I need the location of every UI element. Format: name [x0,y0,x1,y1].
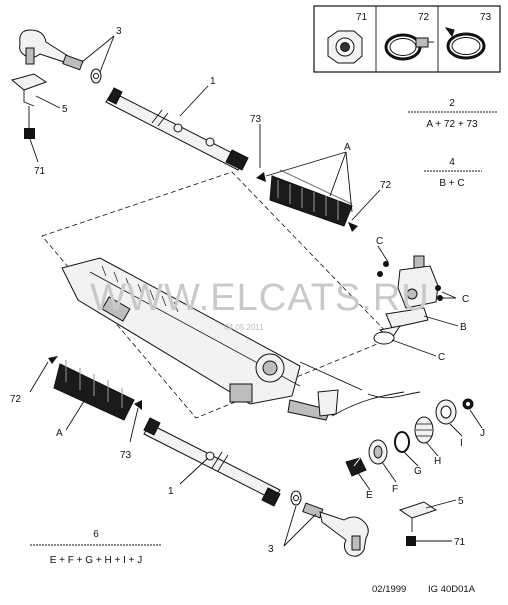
callout-h: H [434,456,441,467]
steering-rack-housing [61,257,339,421]
bottom-clip-arrow [134,400,142,410]
callout-b: B [460,322,467,333]
callout-i: I [460,438,463,449]
top-mount-bracket [10,73,48,107]
callout-1: 1 [210,76,216,87]
callout-c: C [376,236,383,247]
bottom-tie-rod-end [319,511,369,557]
callout-c: C [462,294,469,305]
callout-c: C [438,352,445,363]
kit-formula: A + 72 + 73 [426,119,478,130]
legend-num-72: 72 [418,12,430,23]
callout-1: 1 [168,486,174,497]
bottom-nut-square [406,536,416,546]
assembly-outline [41,171,393,419]
callout-5: 5 [62,104,68,115]
callout-e: E [366,490,373,501]
pinion-assembly-arc [367,391,421,399]
footer-code: IG 40D01A [428,584,476,595]
kit-6: 6 E + F + G + H + I + J [30,529,162,566]
callout-71: 71 [34,166,46,177]
kit-formula: B + C [439,178,464,189]
callout-71: 71 [454,537,466,548]
clip-clamp-icon [444,27,486,60]
legend-num-73: 73 [480,12,492,23]
top-clip-arrow [256,172,266,182]
top-bellows-boot [269,169,353,227]
callout-72: 72 [10,394,22,405]
bolt-group-c [377,261,443,301]
callout-g: G [414,466,422,477]
leader-lines [29,35,483,547]
callout-f: F [392,484,398,495]
bottom-inner-tie-rod [143,417,281,507]
leader [29,138,39,163]
callout-a: A [56,428,63,439]
callout-3: 3 [268,544,274,555]
nut-icon [327,30,363,64]
bottom-mount-bracket [398,501,438,532]
callout-labels: 3 1 5 71 73 A 72 C C B C 72 A 73 1 E F G… [10,26,485,555]
callout-73: 73 [120,450,132,461]
footer-date: 02/1999 [372,584,406,595]
kit-4: 4 B + C [424,157,482,189]
pinion-assembly-arc [331,391,405,417]
top-tie-rod-thread [62,54,102,84]
kit-2: 2 A + 72 + 73 [408,98,498,130]
bottom-bellows-boot [53,360,135,421]
leader [299,361,363,391]
bottom-clip-arrow [48,356,58,364]
callout-a: A [344,142,351,153]
kit-number: 6 [93,529,99,540]
hose-clamp-icon [384,33,434,61]
legend-num-71: 71 [356,12,368,23]
top-nut-square [24,128,35,139]
kit-number: 2 [449,98,455,109]
part-j [462,398,474,410]
bottom-tie-rod-thread [290,490,324,519]
kit-number: 4 [449,157,455,168]
pinion-valve-assembly [373,255,439,345]
part-g [394,431,410,453]
callout-3: 3 [116,26,122,37]
part-i [435,399,457,425]
date-stamp: 04.05.2011 [224,323,264,332]
top-inner-tie-rod [105,87,249,171]
watermark: WWW.ELCATS.RU [90,277,430,319]
top-tie-rod-end [19,29,69,65]
top-clip-arrow [348,222,358,232]
callout-j: J [480,428,485,439]
part-h [414,416,434,444]
callout-73: 73 [250,114,262,125]
part-f [368,439,388,465]
legend-box: 71 72 73 [313,5,501,73]
kit-formula: E + F + G + H + I + J [50,555,143,566]
part-e [345,457,367,477]
callout-72: 72 [380,180,392,191]
callout-5: 5 [458,496,464,507]
